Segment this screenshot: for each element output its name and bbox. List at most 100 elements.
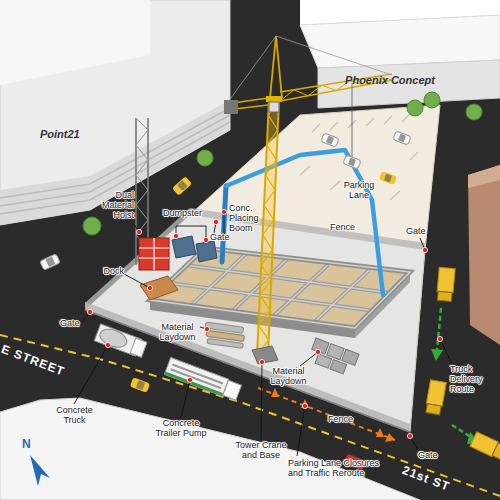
callout-label: Material Laydown (155, 322, 200, 342)
callout-label: Gate (418, 450, 443, 460)
car-window (136, 380, 145, 390)
traffic-cone (271, 388, 279, 397)
dumpster (196, 241, 217, 262)
route-arrowhead (431, 349, 443, 361)
callout-label: Fence (328, 414, 358, 424)
tree (83, 217, 101, 235)
pallet (327, 344, 344, 360)
crane-base (252, 346, 278, 364)
pipe-stack (207, 338, 243, 348)
dump-truck (470, 432, 500, 460)
callout-label: Parking Lane Closures and Traffic Rerout… (288, 458, 393, 478)
car-body (321, 133, 339, 147)
traffic-cone (376, 428, 384, 437)
callout-dot (422, 247, 427, 252)
pallet (342, 349, 359, 365)
callout-label: Dumpster (160, 208, 205, 218)
building-facade (0, 100, 230, 225)
car-window (348, 158, 356, 167)
reroute-arrowhead (385, 433, 395, 442)
car (130, 377, 150, 393)
building-name: Phoenix Concept (335, 74, 445, 86)
concrete-truck (94, 324, 147, 358)
building-roof (0, 0, 150, 85)
car-window (384, 174, 392, 183)
car-body (379, 171, 397, 185)
callout-label: Fence (330, 222, 360, 232)
hoist-cage (139, 238, 169, 270)
hook-line (352, 83, 353, 160)
tree (466, 104, 482, 120)
north-arrow (30, 455, 50, 486)
callout-label: Gate (60, 318, 85, 328)
callout-label: Dual Material Hoist (92, 190, 134, 220)
car-body (393, 131, 411, 145)
car (379, 171, 397, 185)
truck-cab (492, 443, 500, 459)
street-name: 21st ST (400, 464, 451, 494)
callout-dot (203, 237, 208, 242)
parking-stripes (300, 114, 418, 200)
concrete-trailer-pump (164, 358, 241, 402)
callout-label: Dock (100, 266, 124, 276)
center-line (0, 335, 500, 496)
car-body (40, 254, 61, 271)
truck-cab (130, 338, 147, 357)
crane-pendant (228, 36, 392, 102)
street-name: E STREET (0, 343, 66, 379)
car (343, 155, 361, 169)
callout-dot (204, 326, 209, 331)
fence (85, 310, 410, 432)
traffic-reroute (258, 388, 395, 440)
callout-dot (302, 403, 307, 408)
fence (410, 243, 425, 432)
sidewalk (0, 398, 420, 500)
tower-crane-mast (257, 100, 279, 355)
building-name: Point21 (40, 128, 110, 140)
car-window (398, 134, 406, 143)
callout-label: Gate (210, 232, 235, 242)
callout-label: Tower Crane and Base (232, 440, 290, 460)
car-body (343, 155, 361, 169)
callout-dot (173, 233, 178, 238)
callout-dots (87, 209, 442, 438)
crane-apex (270, 36, 282, 98)
dumpster (172, 236, 196, 258)
callout-label: Concrete Truck (52, 405, 97, 425)
tree (197, 150, 213, 166)
fence (85, 302, 410, 432)
car (172, 176, 192, 195)
callout-dot (437, 336, 442, 341)
callout-dot (315, 349, 320, 354)
mixer-drum (97, 326, 129, 351)
loading-dock (140, 276, 178, 300)
callout-dot (221, 209, 226, 214)
callout-label: Material Laydown (266, 366, 311, 386)
tree (424, 92, 440, 108)
callout-dot (213, 219, 218, 224)
car-window (46, 257, 56, 267)
trailer-body (164, 358, 228, 397)
foundation-wall (150, 248, 410, 328)
truck-bed (426, 380, 446, 406)
car-body (172, 176, 192, 195)
placing-boom (226, 150, 383, 295)
car (40, 254, 61, 271)
truck-bed (437, 267, 455, 292)
truck-cab (223, 380, 242, 400)
callout-dot (259, 359, 264, 364)
pallet (315, 354, 332, 368)
car (393, 131, 411, 145)
pallet (330, 360, 347, 374)
traffic-cone (301, 399, 309, 408)
window-rows (0, 108, 230, 214)
callout-label: Conc. Placing Boom (229, 203, 263, 233)
north-letter: N (22, 438, 36, 451)
car (321, 133, 339, 147)
callout-dot (147, 285, 152, 290)
callout-dot (407, 433, 412, 438)
building-roof (300, 15, 500, 68)
